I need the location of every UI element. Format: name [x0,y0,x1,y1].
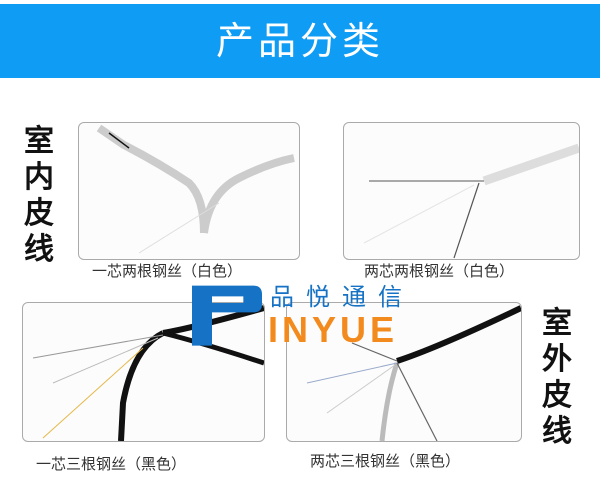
product-image-1[interactable] [78,122,300,260]
logo-english-text: INYUE [268,309,399,350]
product-image-2[interactable] [343,122,580,260]
product-caption-2: 两芯两根钢丝（白色） [364,262,515,280]
product-caption-1: 一芯两根钢丝（白色） [92,262,243,280]
logo-p-mark-icon [192,285,262,346]
page-title: 产品分类 [0,4,600,78]
logo-chinese-text: 品悦通信 [270,283,414,311]
outdoor-label: 室外皮线 [542,306,572,449]
indoor-label: 室内皮线 [24,124,54,267]
product-caption-4: 两芯三根钢丝（黑色） [310,452,461,470]
product-caption-3: 一芯三根钢丝（黑色） [36,455,187,473]
product-image-4[interactable] [286,302,522,442]
